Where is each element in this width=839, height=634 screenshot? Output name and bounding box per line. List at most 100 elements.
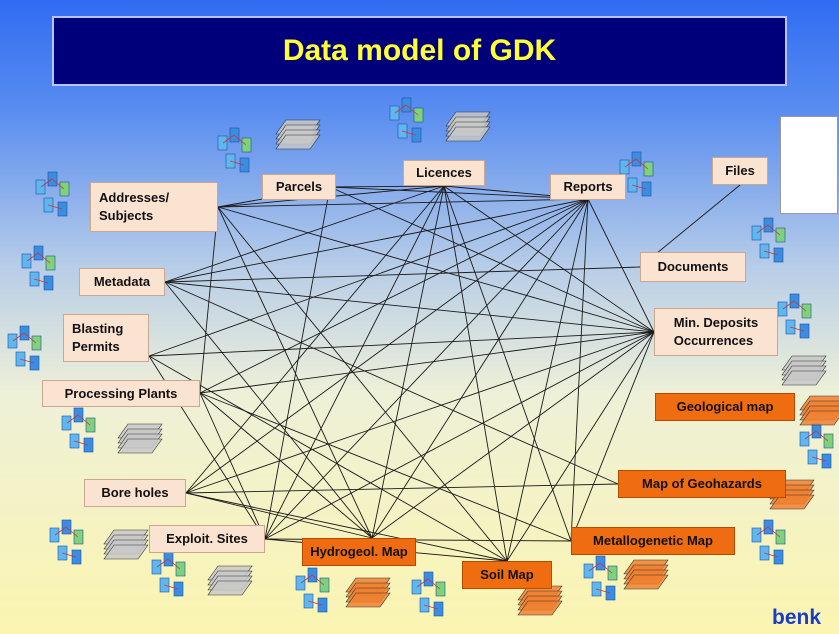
entity-label: Metallogenetic Map: [593, 533, 713, 548]
entity-parcels: Parcels: [262, 174, 336, 200]
link-metadata-mindeposits: [164, 281, 655, 333]
entity-reports: Reports: [550, 174, 626, 200]
link-reports-mindeposits: [587, 198, 655, 333]
entity-geohazards: Map of Geohazards: [618, 470, 786, 498]
table-cluster-icon: [151, 551, 186, 597]
link-blasting-soil: [148, 355, 508, 562]
link-mindeposits-soil: [506, 331, 655, 562]
entity-label: Min. Deposits Occurrences: [673, 315, 759, 348]
map-layers-icon: [517, 585, 563, 616]
map-layers-icon: [345, 577, 391, 608]
link-processing-exploit: [199, 392, 266, 540]
entity-addresses: Addresses/ Subjects: [90, 182, 218, 232]
link-mindeposits-processing: [199, 331, 655, 394]
link-licences-mindeposits: [443, 185, 655, 333]
link-reports-metadata: [164, 198, 589, 283]
entity-metadata: Metadata: [79, 268, 165, 296]
link-addresses-processing: [199, 206, 219, 394]
entity-label: Metadata: [93, 274, 151, 289]
link-addresses-soil: [217, 206, 508, 562]
table-cluster-icon: [751, 519, 786, 565]
link-licences-hydro: [371, 185, 445, 539]
entity-boreholes: Bore holes: [84, 479, 186, 507]
map-layers-icon: [799, 395, 839, 426]
link-reports-processing: [199, 198, 589, 394]
link-mindeposits-metallo: [570, 331, 655, 542]
entity-files: Files: [712, 157, 768, 185]
link-mindeposits-exploit: [264, 331, 655, 540]
table-cluster-icon: [619, 151, 654, 197]
link-licences-metallo: [443, 185, 572, 542]
table-cluster-icon: [35, 171, 70, 217]
entity-label: Reports: [563, 179, 613, 194]
table-cluster-icon: [799, 423, 834, 469]
entity-label: Soil Map: [480, 567, 534, 582]
link-reports-soil: [506, 198, 589, 562]
link-boreholes-geohazards: [185, 483, 619, 494]
link-reports-blasting: [148, 198, 589, 357]
link-boreholes-soil: [185, 492, 508, 562]
table-cluster-icon: [583, 555, 618, 601]
link-metadata-geohazards: [164, 281, 619, 485]
link-licences-exploit: [264, 185, 445, 540]
link-reports-hydro: [371, 198, 589, 539]
map-layers-icon: [445, 111, 491, 142]
table-cluster-icon: [389, 97, 424, 143]
link-metadata-documents: [164, 266, 641, 283]
table-cluster-icon: [21, 245, 56, 291]
entity-label: Files: [725, 163, 755, 178]
entity-label: Processing Plants: [64, 385, 178, 401]
link-reports-metallo: [570, 198, 589, 542]
map-layers-icon: [103, 529, 149, 560]
table-cluster-icon: [777, 293, 812, 339]
entity-label: Licences: [416, 165, 472, 180]
link-addresses-mindeposits: [217, 206, 655, 333]
map-layers-icon: [207, 565, 253, 596]
map-layers-icon: [275, 119, 321, 150]
entity-licences: Licences: [403, 160, 485, 186]
link-addresses-reports: [217, 198, 589, 208]
link-addresses-hydro: [217, 206, 373, 539]
file-thumbnail-icon: [780, 116, 838, 214]
link-mindeposits-boreholes: [185, 331, 655, 494]
link-parcels-exploit: [264, 186, 331, 540]
entity-label: Parcels: [275, 179, 323, 194]
entity-hydro: Hydrogeol. Map: [302, 538, 416, 566]
link-reports-exploit: [264, 198, 589, 540]
entity-label: Blasting Permits: [72, 321, 124, 354]
table-cluster-icon: [7, 325, 42, 371]
link-metadata-hydro: [164, 281, 373, 539]
entity-label: Addresses/ Subjects: [99, 190, 170, 223]
table-cluster-icon: [217, 127, 252, 173]
link-licences-boreholes: [185, 185, 445, 494]
link-processing-hydro: [199, 392, 373, 539]
table-cluster-icon: [751, 217, 786, 263]
entity-geomap: Geological map: [655, 393, 795, 421]
entity-blasting: Blasting Permits: [63, 314, 149, 362]
title-banner: Data model of GDK: [52, 16, 787, 86]
map-layers-icon: [623, 559, 669, 590]
link-processing-metallo: [199, 392, 572, 542]
entity-metallo: Metallogenetic Map: [571, 527, 735, 555]
link-parcels-reports: [329, 186, 589, 200]
link-parcels-licences: [329, 185, 445, 188]
entity-label: Hydrogeol. Map: [310, 544, 408, 559]
table-cluster-icon: [411, 571, 446, 617]
entity-processing: Processing Plants: [42, 380, 200, 407]
link-boreholes-hydro: [185, 492, 373, 539]
entity-label: Geological map: [676, 399, 774, 414]
entity-mindeposits: Min. Deposits Occurrences: [654, 308, 778, 356]
link-licences-soil: [443, 185, 508, 562]
entity-label: Bore holes: [101, 485, 169, 500]
entity-exploit: Exploit. Sites: [149, 525, 265, 553]
entity-label: Exploit. Sites: [166, 531, 248, 546]
link-mindeposits-hydro: [371, 331, 655, 539]
table-cluster-icon: [295, 567, 330, 613]
table-cluster-icon: [49, 519, 84, 565]
link-parcels-mindeposits: [329, 186, 655, 333]
link-reports-boreholes: [185, 198, 589, 494]
logo: benk: [772, 606, 822, 629]
map-layers-icon: [117, 423, 163, 454]
entity-documents: Documents: [640, 252, 746, 282]
